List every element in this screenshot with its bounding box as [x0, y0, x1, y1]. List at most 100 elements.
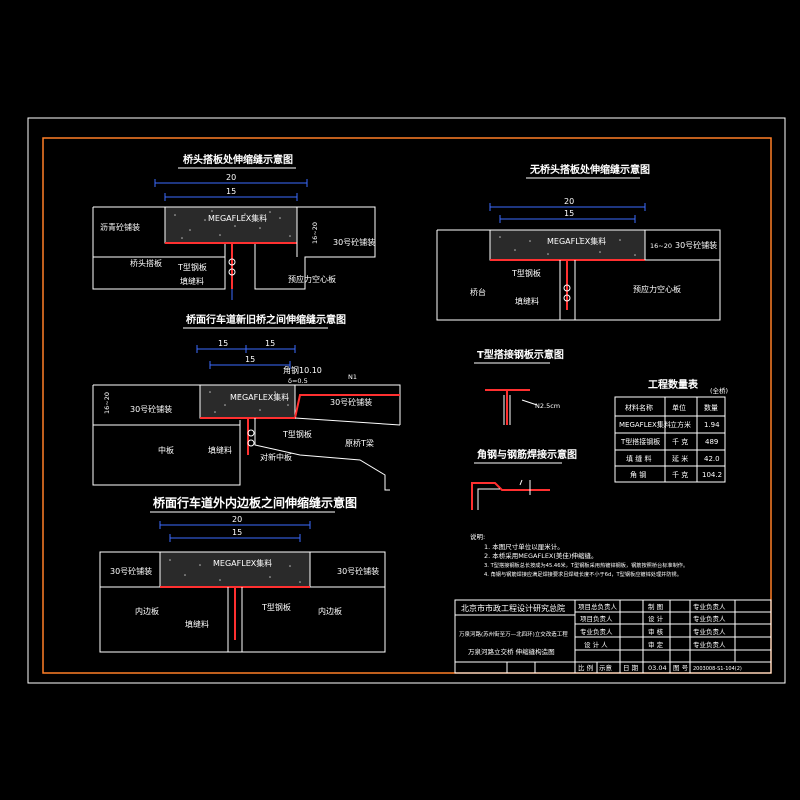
d3-thickness: δ=0.5	[288, 377, 308, 385]
quantity-table-unit-note: (全桥)	[710, 386, 728, 395]
d3-dim-b: 15	[265, 339, 275, 348]
d5-label: N2.5cm	[535, 402, 560, 410]
institute-name: 北京市市政工程设计研究总院	[461, 603, 565, 613]
note-item: 3. T型搭接钢板总长按成为45.46米，T型钢板采用热镀锌钢板，钢筋按照桥台标…	[484, 561, 688, 569]
d4-paving-l: 30号砼铺装	[110, 566, 152, 576]
d4-plate: T型钢板	[261, 602, 291, 612]
d4-paving-r: 30号砼铺装	[337, 566, 379, 576]
drawing-name: 万泉河路立交桥 伸缩缝构造图	[468, 647, 555, 656]
d3-paving-l: 30号砼铺装	[130, 404, 172, 414]
tb-cell: 专业负责人	[693, 640, 726, 649]
tb-cell: 制 图	[648, 602, 663, 611]
tb-cell: 专业负责人	[693, 627, 726, 636]
d2-dim-mid: 15	[564, 209, 574, 218]
diagram-t-plate: T型搭接钢板示意图 N2.5cm	[474, 348, 564, 425]
title-block: 北京市市政工程设计研究总院 万泉河路(苏州街至万—北四环)立交改造工程 万泉河路…	[454, 599, 772, 674]
diagram-4-title: 桥面行车道外内边板之间伸缩缝示意图	[153, 495, 357, 510]
quantity-table-title: 工程数量表	[648, 378, 699, 391]
outer-frame	[27, 117, 786, 684]
diagram-1-title: 桥头搭板处伸缩缝示意图	[183, 153, 293, 166]
d4-edge-r: 内边板	[318, 606, 342, 616]
d3-dim-c: 15	[245, 355, 255, 364]
qt-cell: MEGAFLEX集料	[619, 420, 671, 429]
d4-edge-l: 内边板	[135, 606, 159, 616]
diagram-no-head-slab: 无桥头搭板处伸缩缝示意图 20 15 MEGAFLEX集料 T型钢板 桥台 填缝…	[436, 163, 721, 321]
note-item: 4. 角钢与钢筋焊接应满足焊接要求且焊缝长度不小于6d，T型钢板应镀锌处理并防锈…	[484, 570, 682, 578]
d3-paving-r: 30号砼铺装	[330, 397, 372, 407]
inner-frame	[42, 137, 772, 674]
project-name: 万泉河路(苏州街至万—北四环)立交改造工程	[459, 630, 568, 638]
tb-cell: 审 定	[648, 640, 664, 649]
d1-material: MEGAFLEX集料	[208, 213, 267, 223]
d1-plate: T型钢板	[177, 262, 207, 272]
qt-cell: 42.0	[704, 455, 720, 463]
notes-heading: 说明:	[470, 532, 485, 541]
qt-cell: T型搭接钢板	[620, 437, 660, 446]
d2-side-dim: 16~20	[650, 242, 672, 250]
tb-drawing-no: 2003008-S1-104(2)	[693, 666, 742, 672]
d4-dim-mid: 15	[232, 528, 242, 537]
d1-slab: 桥头搭板	[130, 258, 162, 268]
d1-side-dim: 16~20	[311, 222, 319, 244]
qt-cell: 填 缝 料	[626, 454, 651, 463]
tb-date: 03.04	[648, 664, 667, 672]
tb-date-label: 日 期	[623, 664, 639, 672]
d2-hollow: 预应力空心板	[633, 284, 681, 294]
d4-dim-top: 20	[232, 515, 242, 524]
qt-cell: 延 米	[672, 454, 688, 463]
d3-center: 中板	[158, 445, 174, 455]
d1-hollow: 预应力空心板	[288, 274, 336, 284]
d2-filler: 填缝料	[515, 296, 539, 306]
d2-dim-top: 20	[564, 197, 574, 206]
tb-cell: 设 计 人	[584, 640, 608, 649]
d1-asphalt: 沥青砼铺装	[100, 222, 140, 232]
d3-old-slab: 对新中板	[260, 452, 292, 462]
note-item: 1. 本图尺寸单位以厘米计。	[484, 542, 564, 551]
qt-header-qty: 数量	[704, 403, 718, 412]
tb-cell: 项目负责人	[580, 614, 613, 623]
diagram-angle-weld: 角钢与钢筋焊接示意图	[471, 448, 577, 510]
tb-cell: 项目总负责人	[578, 602, 618, 611]
d3-side-dim: 16~20	[103, 392, 111, 414]
diagram-new-old-bridge: 桥面行车道新旧桥之间伸缩缝示意图 15 15 15 MEGAFLEX集料 角钢1…	[92, 313, 401, 491]
d2-paving: 30号砼铺装	[675, 240, 717, 250]
diagram-edge-plates: 桥面行车道外内边板之间伸缩缝示意图 20 15 MEGAFLEX集料 30号砼铺…	[99, 495, 386, 653]
note-item: 2. 本桥采用MEGAFLEX(美佳)伸缩缝。	[484, 551, 597, 560]
d4-filler: 填缝料	[185, 619, 209, 629]
d2-platform: 桥台	[470, 287, 486, 297]
diagram-5-title: T型搭接钢板示意图	[477, 348, 564, 361]
d1-dim-top: 20	[226, 173, 236, 182]
quantity-table: 工程数量表 (全桥) 材料名称 单位 数量 MEGAFLEX集料 立方米 1.9…	[614, 378, 728, 483]
d4-material: MEGAFLEX集料	[213, 558, 272, 568]
qt-header-unit: 单位	[672, 403, 686, 412]
tb-cell: 专业负责人	[693, 602, 726, 611]
diagram-3-title: 桥面行车道新旧桥之间伸缩缝示意图	[186, 313, 346, 326]
qt-cell: 1.94	[704, 421, 720, 429]
diagram-bridge-head-slab: 桥头搭板处伸缩缝示意图 20 15 MEGAFLEX集料 沥青砼铺装 桥头搭板 …	[92, 153, 376, 300]
qt-cell: 千 克	[672, 437, 688, 446]
diagram-6-title: 角钢与钢筋焊接示意图	[477, 448, 577, 461]
d3-n1: N1	[348, 373, 357, 381]
qt-cell: 489	[705, 438, 718, 446]
qt-cell: 104.2	[702, 471, 722, 479]
d1-filler: 填缝料	[180, 276, 204, 286]
tb-cell: 专业负责人	[693, 614, 726, 623]
d3-material: MEGAFLEX集料	[230, 392, 289, 402]
qt-cell: 角 钢	[630, 470, 646, 479]
tb-scale: 示意	[599, 663, 613, 672]
d3-dim-a: 15	[218, 339, 228, 348]
tb-cell: 设 计	[648, 614, 664, 623]
tb-cell: 审 核	[648, 627, 664, 636]
tb-cell: 专业负责人	[580, 627, 613, 636]
qt-header-name: 材料名称	[625, 403, 653, 412]
d1-dim-mid: 15	[226, 187, 236, 196]
d3-filler: 填缝料	[208, 445, 232, 455]
notes: 说明: 1. 本图尺寸单位以厘米计。 2. 本桥采用MEGAFLEX(美佳)伸缩…	[470, 532, 688, 578]
tb-scale-label: 比 例	[578, 663, 593, 672]
d1-paving: 30号砼铺装	[333, 237, 375, 247]
qt-cell: 立方米	[670, 420, 691, 429]
d2-plate: T型钢板	[511, 268, 541, 278]
qt-cell: 千 克	[672, 470, 688, 479]
d3-old-t: 原桥T梁	[345, 438, 374, 448]
